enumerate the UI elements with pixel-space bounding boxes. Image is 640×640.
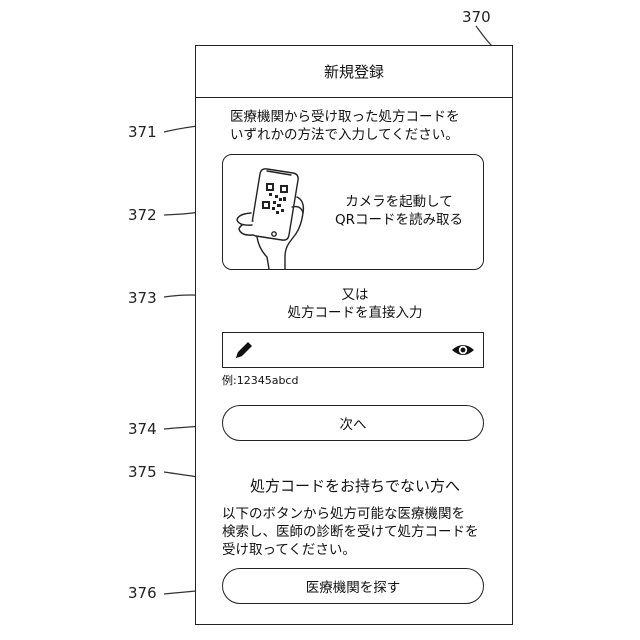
eye-icon[interactable]: [451, 342, 475, 358]
header-bar: 新規登録: [196, 46, 512, 98]
ref-370: 370: [462, 8, 491, 26]
no-code-line-2: 検索し、医師の診断を受けて処方コードを: [222, 523, 479, 541]
search-clinic-button-label: 医療機関を探す: [306, 576, 401, 596]
manual-entry-line-2: 処方コードを直接入力: [196, 304, 514, 322]
prescription-code-input[interactable]: [222, 332, 484, 368]
instruction-text: 医療機関から受け取った処方コードを いずれかの方法で入力してください。: [230, 108, 460, 144]
camera-card-text: カメラを起動して QRコードを読み取る: [319, 193, 479, 229]
search-clinic-button[interactable]: 医療機関を探す: [222, 568, 484, 604]
manual-entry-line-1: 又は: [196, 286, 514, 304]
ref-374: 374: [128, 420, 157, 438]
pencil-icon: [233, 339, 255, 361]
ref-372: 372: [128, 206, 157, 224]
page-title: 新規登録: [324, 61, 384, 82]
next-button[interactable]: 次へ: [222, 405, 484, 441]
camera-scan-card[interactable]: カメラを起動して QRコードを読み取る: [222, 154, 484, 270]
ref-376: 376: [128, 584, 157, 602]
phone-screen: 新規登録 医療機関から受け取った処方コードを いずれかの方法で入力してください。: [195, 45, 513, 625]
ref-375: 375: [128, 463, 157, 481]
no-code-line-3: 受け取ってください。: [222, 541, 479, 559]
manual-entry-prompt: 又は 処方コードを直接入力: [196, 286, 514, 322]
next-button-label: 次へ: [340, 413, 367, 433]
camera-card-line-2: QRコードを読み取る: [319, 211, 479, 229]
no-code-heading: 処方コードをお持ちでない方へ: [196, 477, 514, 495]
ref-371: 371: [128, 123, 157, 141]
instruction-line-2: いずれかの方法で入力してください。: [230, 126, 460, 144]
camera-card-line-1: カメラを起動して: [319, 193, 479, 211]
instruction-line-1: 医療機関から受け取った処方コードを: [230, 108, 460, 126]
no-code-description: 以下のボタンから処方可能な医療機関を 検索し、医師の診断を受けて処方コードを 受…: [222, 505, 479, 559]
input-example-hint: 例:12345abcd: [222, 372, 298, 390]
hand-holding-phone-qr-icon: [231, 157, 321, 269]
ref-373: 373: [128, 289, 157, 307]
no-code-line-1: 以下のボタンから処方可能な医療機関を: [222, 505, 479, 523]
leader-370: [476, 26, 492, 46]
